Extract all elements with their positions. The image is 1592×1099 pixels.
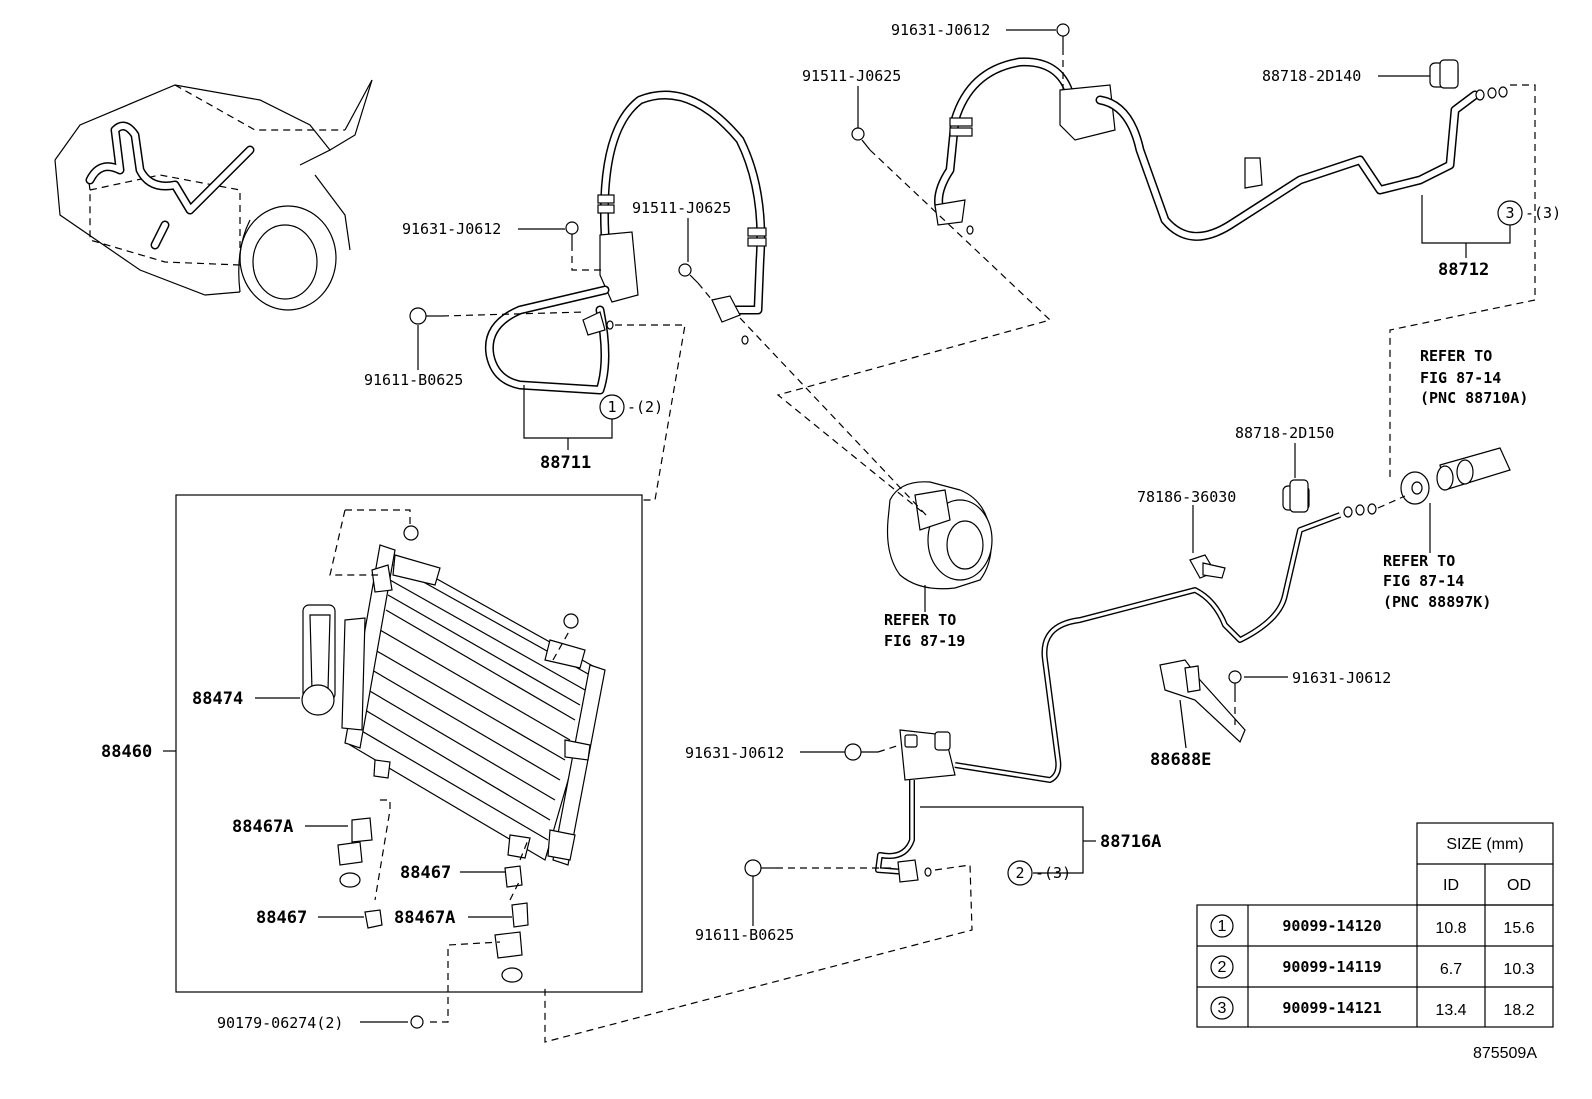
svg-text:90099-14120: 90099-14120 [1282, 917, 1381, 935]
svg-text:-(3): -(3) [1525, 204, 1561, 222]
svg-text:3: 3 [1505, 204, 1514, 222]
callout-91631-J0612-top: 91631-J0612 [891, 21, 990, 39]
table-row: 1 90099-14120 10.8 15.6 [1210, 914, 1535, 938]
oring-size-table: SIZE (mm) ID OD 1 90099-14120 10.8 15.6 … [1196, 822, 1554, 1028]
hose-pnc88710A [1436, 447, 1511, 491]
table-col-id: ID [1443, 877, 1459, 894]
svg-text:6.7: 6.7 [1440, 961, 1462, 978]
oring-ref-1: 1 -(2) [599, 394, 663, 420]
svg-text:REFER TO: REFER TO [1420, 347, 1492, 365]
oring-ref-2: 2 -(3) [1007, 860, 1071, 886]
oring-ref-3: 3 -(3) [1497, 200, 1561, 226]
refer-note-upper-right: REFER TO FIG 87-14 (PNC 88710A) [1420, 347, 1528, 407]
liquid-pipe-88716A [875, 503, 1377, 883]
svg-text:1: 1 [1218, 918, 1227, 935]
refer-note-lower-right: REFER TO FIG 87-14 (PNC 88897K) [1383, 552, 1491, 611]
vehicle-location-illustration [54, 79, 373, 311]
svg-text:90099-14119: 90099-14119 [1282, 958, 1381, 976]
condenser-88460 [301, 509, 606, 866]
svg-text:2: 2 [1218, 959, 1227, 976]
svg-text:15.6: 15.6 [1503, 920, 1534, 937]
callout-88460: 88460 [101, 742, 152, 762]
refer-note-compressor: REFER TO FIG 87-19 [884, 611, 965, 650]
callout-88718-2D140: 88718-2D140 [1262, 67, 1361, 85]
svg-text:90099-14121: 90099-14121 [1282, 999, 1381, 1017]
table-col-od: OD [1507, 877, 1531, 894]
bolt-91511-J0625-mid [678, 263, 699, 284]
bolt-91631-J0612-lower [844, 743, 878, 761]
condenser-assembly-frame [175, 494, 643, 993]
callout-88688E: 88688E [1150, 750, 1211, 770]
bolt-91631-J0612-top [1056, 23, 1070, 48]
bolt-91631-J0612-left [565, 221, 579, 244]
fitting-right-pnc88897K [1400, 471, 1430, 505]
bolt-91631-J0612-right [1228, 670, 1242, 695]
table-row: 2 90099-14119 6.7 10.3 [1210, 955, 1535, 979]
cap-88718-2D150 [1282, 479, 1310, 513]
svg-text:2: 2 [1015, 864, 1024, 882]
nut-90179-06274 [410, 1015, 424, 1029]
callout-88467-left: 88467 [256, 908, 307, 928]
svg-text:REFER TO: REFER TO [884, 611, 956, 629]
svg-text:FIG 87-14: FIG 87-14 [1383, 572, 1464, 590]
svg-text:-(2): -(2) [627, 398, 663, 416]
clamp-78186-36030 [1189, 554, 1226, 579]
callout-91511-J0625-top: 91511-J0625 [802, 67, 901, 85]
svg-text:3: 3 [1218, 1000, 1227, 1017]
compressor-illustration [886, 481, 993, 612]
suction-pipe-88712 [934, 57, 1508, 241]
svg-text:(PNC 88710A): (PNC 88710A) [1420, 389, 1528, 407]
callout-90179-06274: 90179-06274(2) [217, 1014, 343, 1032]
table-title: SIZE (mm) [1446, 836, 1523, 853]
callout-91631-J0612-right: 91631-J0612 [1292, 669, 1391, 687]
bracket-88688E [1159, 659, 1246, 744]
bolt-91511-J0625-top [851, 127, 871, 151]
assembly-guide-lines [430, 48, 1536, 1043]
bolt-91611-B0625-left [409, 307, 442, 325]
svg-text:(PNC 88897K): (PNC 88897K) [1383, 593, 1491, 611]
callout-88711: 88711 [540, 453, 591, 473]
svg-text:REFER TO: REFER TO [1383, 552, 1455, 570]
callout-91611-B0625-left: 91611-B0625 [364, 371, 463, 389]
callout-88474: 88474 [192, 689, 243, 709]
callout-91611-B0625-lower: 91611-B0625 [695, 926, 794, 944]
cap-88718-2D140 [1429, 59, 1459, 89]
callout-88467A-mid: 88467A [394, 908, 455, 928]
svg-text:-(3): -(3) [1035, 864, 1071, 882]
svg-text:1: 1 [607, 398, 616, 416]
discharge-hose-88711 [484, 90, 767, 395]
callout-78186-36030: 78186-36030 [1137, 488, 1236, 506]
callout-91631-J0612-lower: 91631-J0612 [685, 744, 784, 762]
svg-text:10.8: 10.8 [1435, 920, 1466, 937]
svg-text:FIG 87-14: FIG 87-14 [1420, 369, 1501, 387]
callout-91511-J0625-mid: 91511-J0625 [632, 199, 731, 217]
diagram-id: 875509A [1473, 1045, 1537, 1062]
callout-88467-mid: 88467 [400, 863, 451, 883]
callout-88718-2D150: 88718-2D150 [1235, 424, 1334, 442]
callout-91631-J0612-left: 91631-J0612 [402, 220, 501, 238]
leader-lines [163, 29, 1511, 1023]
svg-text:13.4: 13.4 [1435, 1002, 1466, 1019]
callout-88467A-left: 88467A [232, 817, 293, 837]
table-row: 3 90099-14121 13.4 18.2 [1210, 996, 1535, 1020]
brackets-88467 [337, 799, 529, 983]
callout-88712: 88712 [1438, 260, 1489, 280]
bolt-91611-B0625-lower [744, 859, 776, 877]
svg-text:18.2: 18.2 [1503, 1002, 1534, 1019]
svg-text:FIG 87-19: FIG 87-19 [884, 632, 965, 650]
svg-text:10.3: 10.3 [1503, 961, 1534, 978]
callout-88716A: 88716A [1100, 832, 1161, 852]
